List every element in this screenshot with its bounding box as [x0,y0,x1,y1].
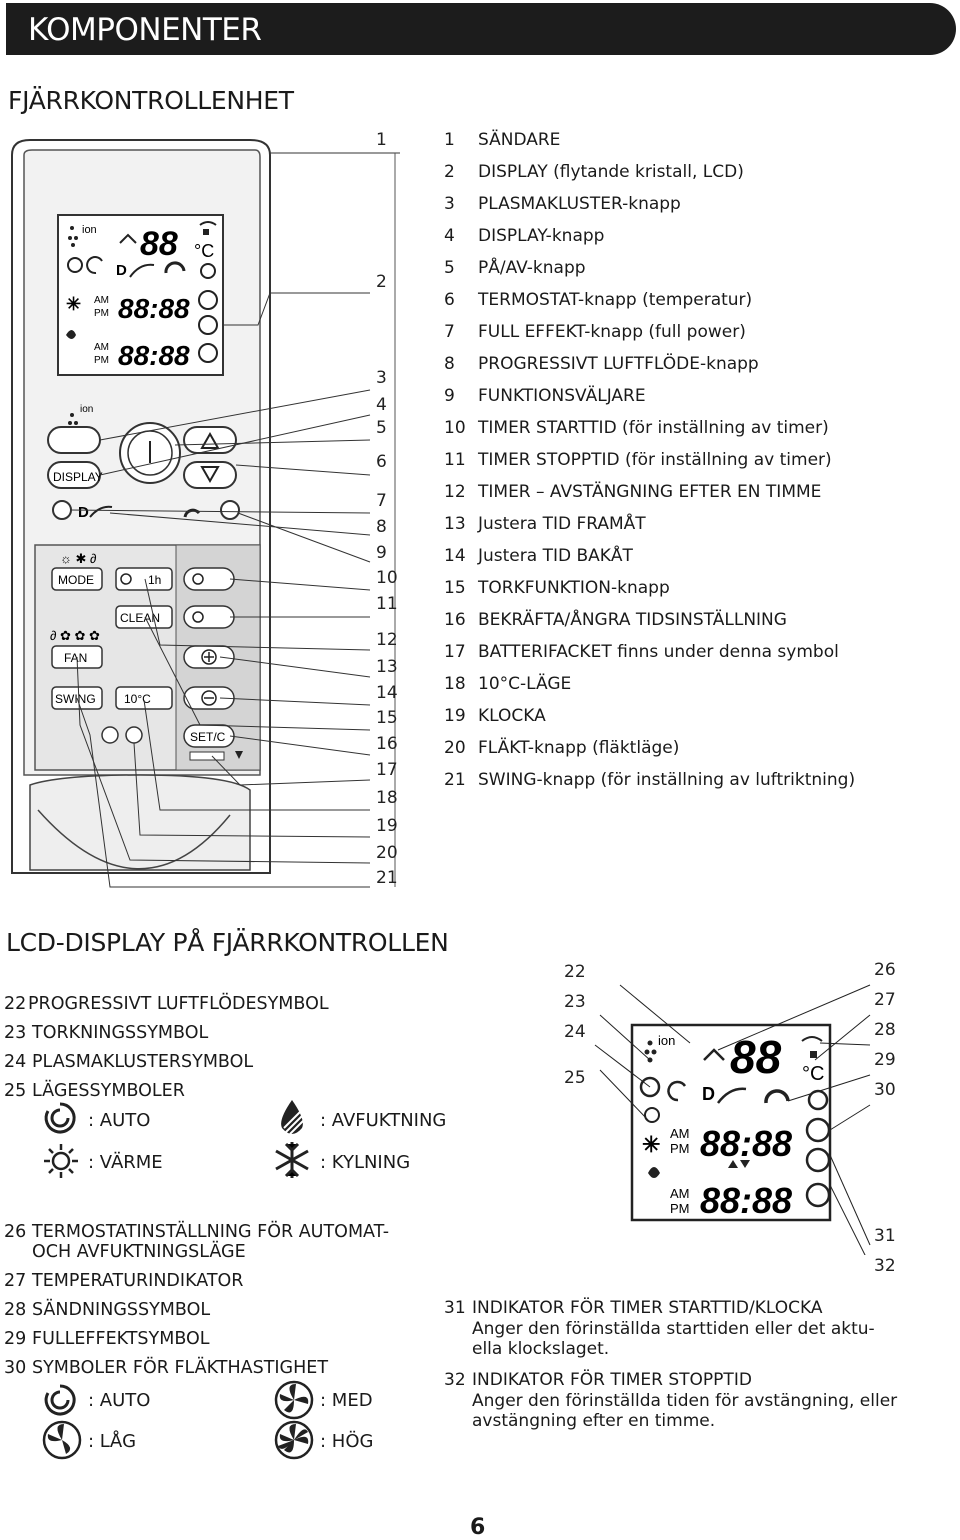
fan-button-label: FAN [64,651,87,665]
auto-mode-icon [44,1102,76,1134]
fan-auto-label: : AUTO [88,1390,151,1411]
svg-text:ion: ion [658,1033,675,1048]
svg-text:°C: °C [802,1063,824,1085]
callout-10: 10 [376,568,398,588]
callout-25: 25 [564,1068,586,1088]
remote-control-illustration: ion 88 °C D ✳ AM PM 88:88 AM PM 88:88 io… [11,139,400,888]
auto-mode-label: : AUTO [88,1110,151,1131]
clean-button-label: CLEAN [120,611,160,625]
callout-27: 27 [874,990,896,1010]
dry-mode-icon [281,1100,305,1135]
callout-31: 31 [874,1226,896,1246]
callout-22: 22 [564,962,586,982]
callout-5: 5 [376,418,387,438]
callout-30: 30 [874,1080,896,1100]
callout-14: 14 [376,683,398,703]
callout-8: 8 [376,517,387,537]
svg-text:AM: AM [670,1126,690,1141]
svg-text:☼ ✱ ∂: ☼ ✱ ∂ [60,551,96,566]
ten-c-button-label: 10°C [124,692,151,706]
svg-text:∂ ✿ ✿ ✿: ∂ ✿ ✿ ✿ [50,628,100,643]
svg-text:88: 88 [730,1031,782,1083]
svg-text:AM: AM [94,342,109,353]
lcd-temp: 88 [140,225,178,263]
callout-28: 28 [874,1020,896,1040]
callout-12: 12 [376,630,398,650]
lcd-clock-1: 88:88 [118,293,190,324]
callout-2: 2 [376,272,387,292]
list-item: 32 INDIKATOR FÖR TIMER STOPPTID Anger de… [444,1370,898,1431]
callout-17: 17 [376,760,398,780]
callout-6: 6 [376,452,387,472]
fan-low-label: : LÅG [88,1431,137,1452]
banner-title: KOMPONENTER [28,12,262,48]
cool-mode-icon [275,1142,309,1178]
callout-7: 7 [376,491,387,511]
svg-text:PM: PM [670,1141,690,1156]
heat-mode-label: : VÄRME [88,1152,163,1173]
callout-21: 21 [376,868,398,888]
lcd-clock-2: 88:88 [118,340,190,371]
lcd-pm: PM [94,308,109,319]
setc-button-label: SET/C [190,730,226,744]
section-title-lcd: LCD-DISPLAY PÅ FJÄRRKONTROLLEN [6,928,449,957]
svg-text:PM: PM [670,1201,690,1216]
svg-text:AM: AM [670,1186,690,1201]
fan-auto-icon [44,1384,76,1416]
svg-text:✳: ✳ [642,1132,660,1157]
callout-24: 24 [564,1022,586,1042]
fan-med-icon [274,1380,314,1420]
fan-med-label: : MED [320,1390,373,1411]
callout-1: 1 [376,130,387,150]
lcd-unit: °C [194,241,214,261]
callout-20: 20 [376,843,398,863]
mode-button-label: MODE [58,573,94,587]
callout-32: 32 [874,1256,896,1276]
callout-4: 4 [376,395,387,415]
list-item: 31 INDIKATOR FÖR TIMER STARTTID/KLOCKA A… [444,1298,875,1359]
svg-text:✳: ✳ [66,294,81,314]
callout-18: 18 [376,788,398,808]
callout-11: 11 [376,594,398,614]
svg-text:D: D [702,1084,715,1104]
timer-1h-label: 1h [148,573,161,587]
callout-19: 19 [376,816,398,836]
svg-text:D: D [116,262,127,279]
lcd-detail-diagram: ion 88 °C D ✳ AM PM 88:88 AM PM 88:88 [594,984,871,1255]
svg-text:PM: PM [94,355,109,366]
callout-26: 26 [874,960,896,980]
callout-15: 15 [376,708,398,728]
fan-high-icon [274,1420,314,1460]
cool-mode-label: : KYLNING [320,1152,411,1173]
lcd-ion-text: ion [82,224,97,236]
svg-text:D: D [78,504,89,521]
callout-23: 23 [564,992,586,1012]
lcd-am: AM [94,295,109,306]
svg-text:88:88: 88:88 [700,1180,792,1221]
swing-button-label: SWING [55,692,96,706]
display-button-label: DISPLAY [53,470,103,484]
svg-text:88:88: 88:88 [700,1123,792,1164]
dry-mode-label: : AVFUKTNING [320,1110,447,1131]
section-title-remote: FJÄRRKONTROLLENHET [8,86,294,115]
svg-text:ion: ion [80,404,93,415]
page-number: 6 [470,1515,486,1540]
callout-9: 9 [376,543,387,563]
fan-low-icon [42,1420,82,1460]
fan-high-label: : HÖG [320,1431,374,1452]
callout-16: 16 [376,734,398,754]
heat-mode-icon [44,1144,78,1178]
callout-29: 29 [874,1050,896,1070]
timer-indicator-list: 31 INDIKATOR FÖR TIMER STARTTID/KLOCKA A… [444,1298,944,1448]
callout-13: 13 [376,657,398,677]
section-banner: KOMPONENTER [6,3,956,55]
callout-3: 3 [376,368,387,388]
